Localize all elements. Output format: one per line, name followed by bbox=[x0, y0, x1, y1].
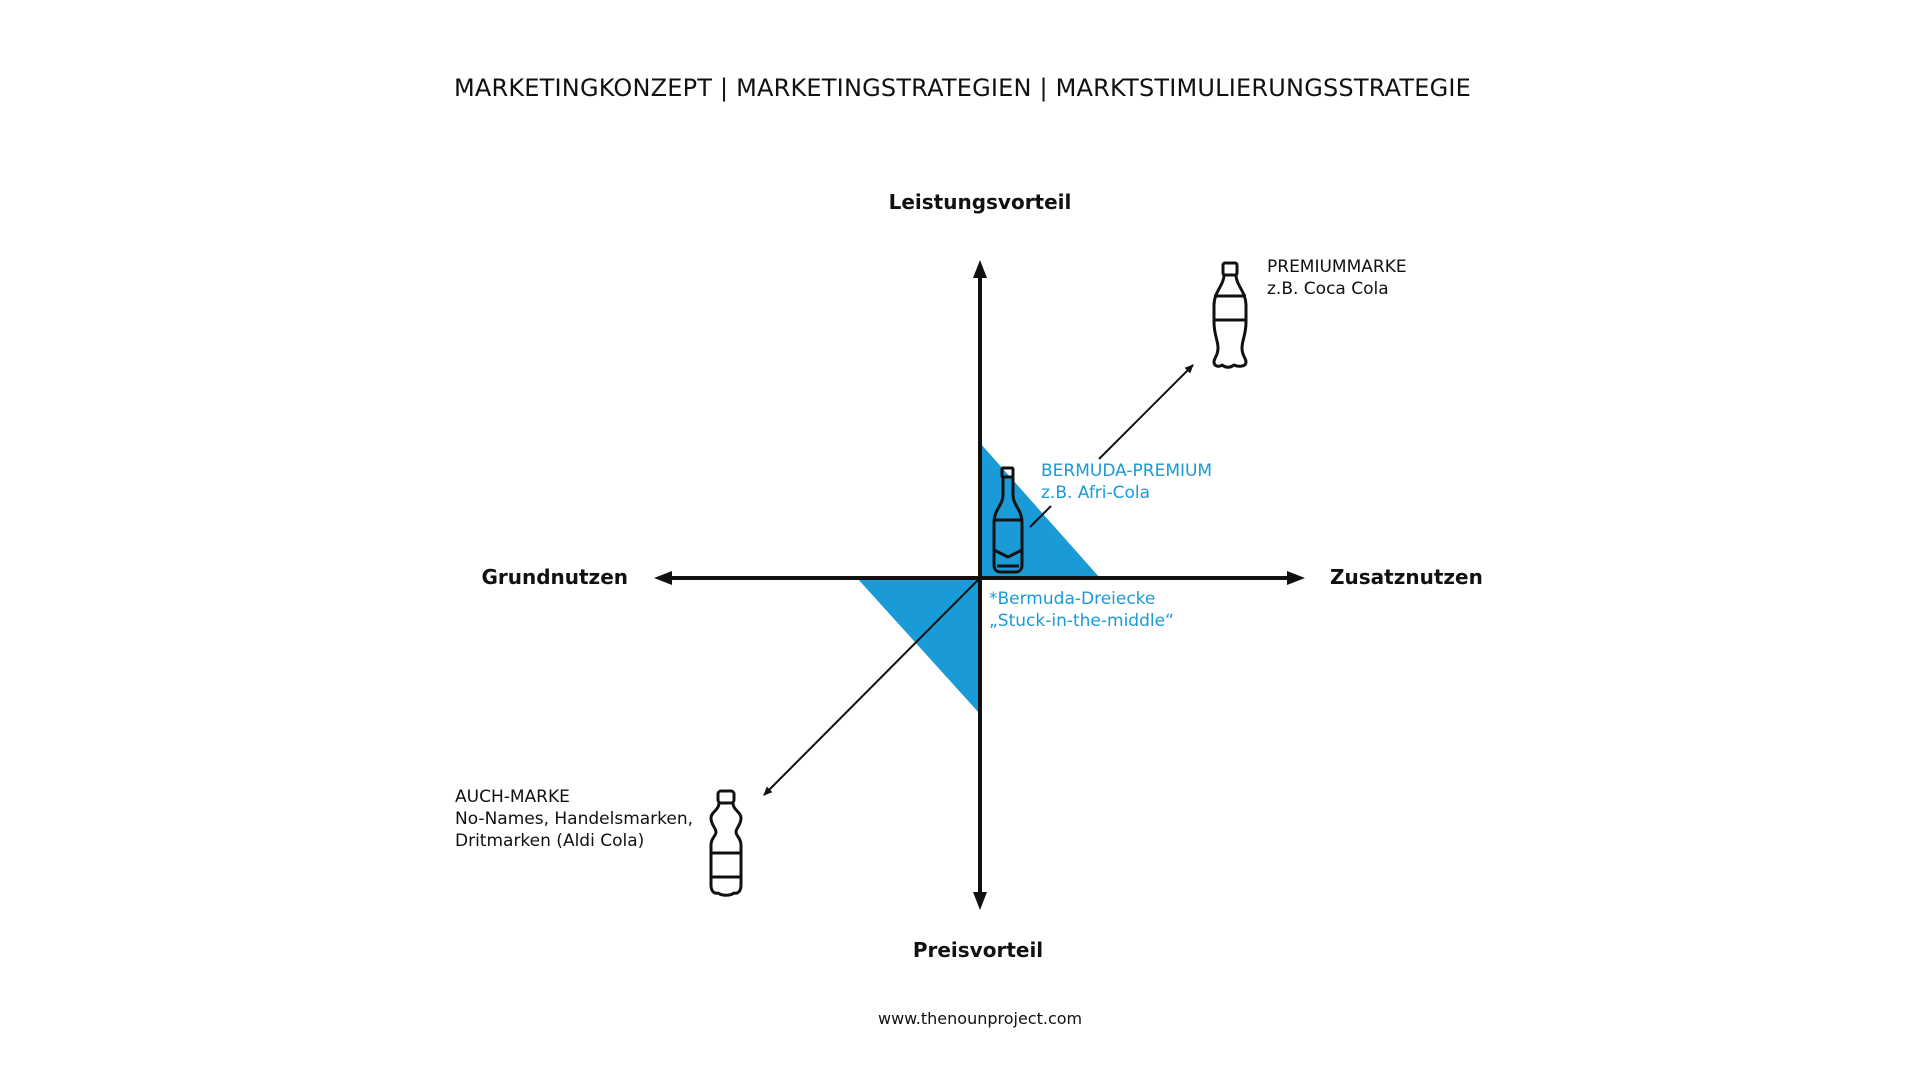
source-footer: www.thenounproject.com bbox=[878, 1009, 1083, 1028]
premium-label: PREMIUMMARKE z.B. Coca Cola bbox=[1267, 256, 1407, 300]
arrow-to-premium bbox=[1098, 364, 1194, 460]
bermuda-triangle-title: *Bermuda-Dreiecke bbox=[989, 589, 1156, 609]
arrow-to-auch-marke bbox=[763, 577, 981, 796]
premium-bottle-icon bbox=[1212, 261, 1248, 369]
auch-marke-bottle-icon bbox=[709, 789, 743, 897]
bermuda-bottle-icon bbox=[992, 466, 1024, 574]
axis-label-left: Grundnutzen bbox=[481, 565, 628, 589]
bermuda-triangle-subtitle: „Stuck-in-the-middle“ bbox=[989, 611, 1174, 631]
vertical-axis bbox=[973, 260, 987, 910]
auch-marke-line2: No-Names, Handelsmarken, bbox=[455, 809, 694, 829]
bermuda-premium-example: z.B. Afri-Cola bbox=[1041, 483, 1151, 503]
auch-marke-line3: Dritmarken (Aldi Cola) bbox=[455, 831, 645, 851]
bermuda-triangle-lower bbox=[857, 578, 980, 714]
axis-label-bottom: Preisvorteil bbox=[912, 938, 1044, 962]
axis-label-top: Leistungsvorteil bbox=[888, 190, 1072, 214]
arrow-segment-short bbox=[1029, 505, 1052, 528]
premium-example: z.B. Coca Cola bbox=[1267, 279, 1389, 299]
bermuda-triangle-label: *Bermuda-Dreiecke „Stuck-in-the-middle“ bbox=[989, 588, 1174, 632]
auch-marke-label: AUCH-MARKE No-Names, Handelsmarken, Drit… bbox=[455, 786, 693, 852]
page-title: MARKETINGKONZEPT | MARKETINGSTRATEGIEN |… bbox=[453, 74, 1472, 102]
axis-label-right: Zusatznutzen bbox=[1330, 565, 1483, 589]
auch-marke-title: AUCH-MARKE bbox=[455, 787, 570, 807]
bermuda-premium-label: BERMUDA-PREMIUM z.B. Afri-Cola bbox=[1041, 460, 1212, 504]
premium-title: PREMIUMMARKE bbox=[1267, 257, 1407, 277]
bermuda-premium-title: BERMUDA-PREMIUM bbox=[1041, 461, 1213, 481]
